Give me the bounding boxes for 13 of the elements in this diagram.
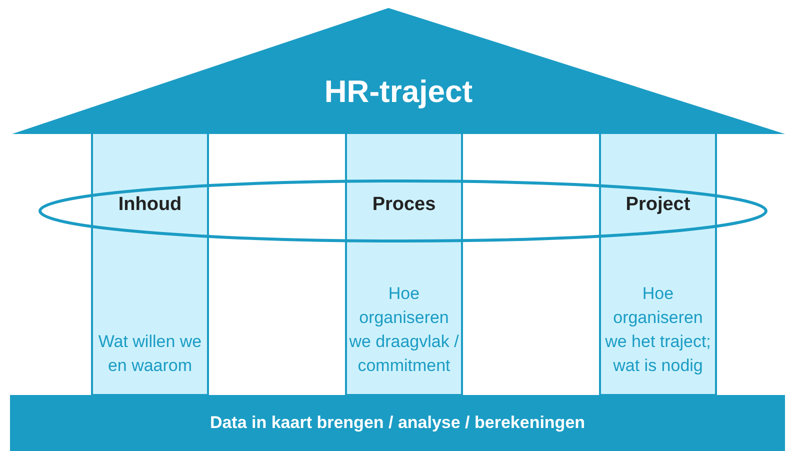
pillar-description: Wat willen we en waarom <box>97 331 203 377</box>
pillar <box>91 132 209 396</box>
pillar <box>345 132 463 396</box>
roof <box>12 6 785 134</box>
pillar-heading: Proces <box>372 194 436 216</box>
pillar-description: Hoe organiseren we het traject; wat is nodig <box>604 283 712 377</box>
pillar <box>599 132 717 396</box>
pillar-heading: Inhoud <box>118 194 182 216</box>
foundation-bar <box>10 395 785 451</box>
foundation-text: Data in kaart brengen / analyse / berekeningen <box>210 413 586 433</box>
pillar-heading: Project <box>626 194 690 216</box>
pillar-description: Hoe organiseren we draagvlak / commitment <box>349 283 459 377</box>
roof-title: HR-traject <box>324 74 473 110</box>
